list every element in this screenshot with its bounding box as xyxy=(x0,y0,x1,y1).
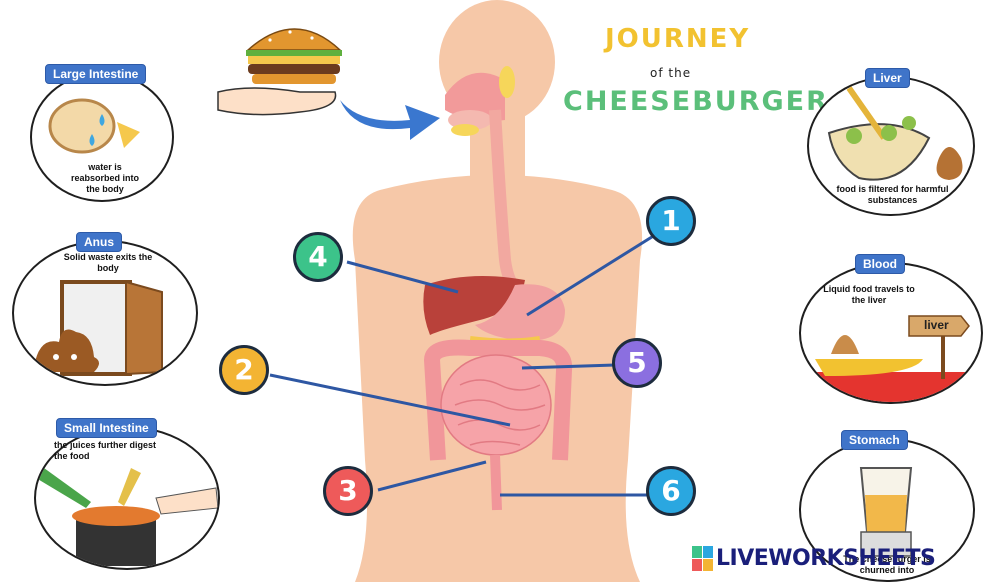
liveworksheets-watermark: LIVEWORKSHEETS xyxy=(716,546,935,571)
liver-signpost-text: liver xyxy=(924,318,949,332)
card-anus-label: Anus xyxy=(76,232,122,252)
card-large-intestine-label: Large Intestine xyxy=(45,64,146,84)
title-journey: JOURNEY xyxy=(605,24,750,54)
title-of-the: of the xyxy=(650,66,691,80)
number-badge-5[interactable]: 5 xyxy=(612,338,662,388)
number-badge-3[interactable]: 3 xyxy=(323,466,373,516)
number-badge-1[interactable]: 1 xyxy=(646,196,696,246)
card-liver: Liver food is filtered for harmful subst… xyxy=(805,66,975,216)
title-cheeseburger: CHEESEBURGER xyxy=(563,86,829,117)
card-liver-text: food is filtered for harmful substances xyxy=(835,184,950,206)
small-intestine-organ xyxy=(441,355,551,455)
card-liver-label: Liver xyxy=(865,68,910,88)
card-blood: Blood Liquid food travels to the liver l… xyxy=(797,252,985,402)
card-large-intestine: Large Intestine water is reabsorbed into… xyxy=(25,62,175,202)
card-anus: Anus Solid waste exits the body xyxy=(10,228,200,388)
arrow-to-mouth-icon xyxy=(340,100,440,140)
burger-in-hand-icon xyxy=(218,29,342,115)
card-large-intestine-text: water is reabsorbed into the body xyxy=(65,162,145,195)
number-badge-4[interactable]: 4 xyxy=(293,232,343,282)
card-stomach-label: Stomach xyxy=(841,430,908,450)
card-blood-label: Blood xyxy=(855,254,905,274)
card-small-intestine-text: the juices further digest the food xyxy=(54,440,164,462)
number-badge-2[interactable]: 2 xyxy=(219,345,269,395)
card-small-intestine: Small Intestine the juices further diges… xyxy=(32,416,222,566)
liveworksheets-logo-icon xyxy=(692,546,714,572)
card-anus-text: Solid waste exits the body xyxy=(58,252,158,274)
card-blood-text: Liquid food travels to the liver xyxy=(819,284,919,306)
rectum-organ xyxy=(495,455,497,510)
card-small-intestine-label: Small Intestine xyxy=(56,418,157,438)
number-badge-6[interactable]: 6 xyxy=(646,466,696,516)
